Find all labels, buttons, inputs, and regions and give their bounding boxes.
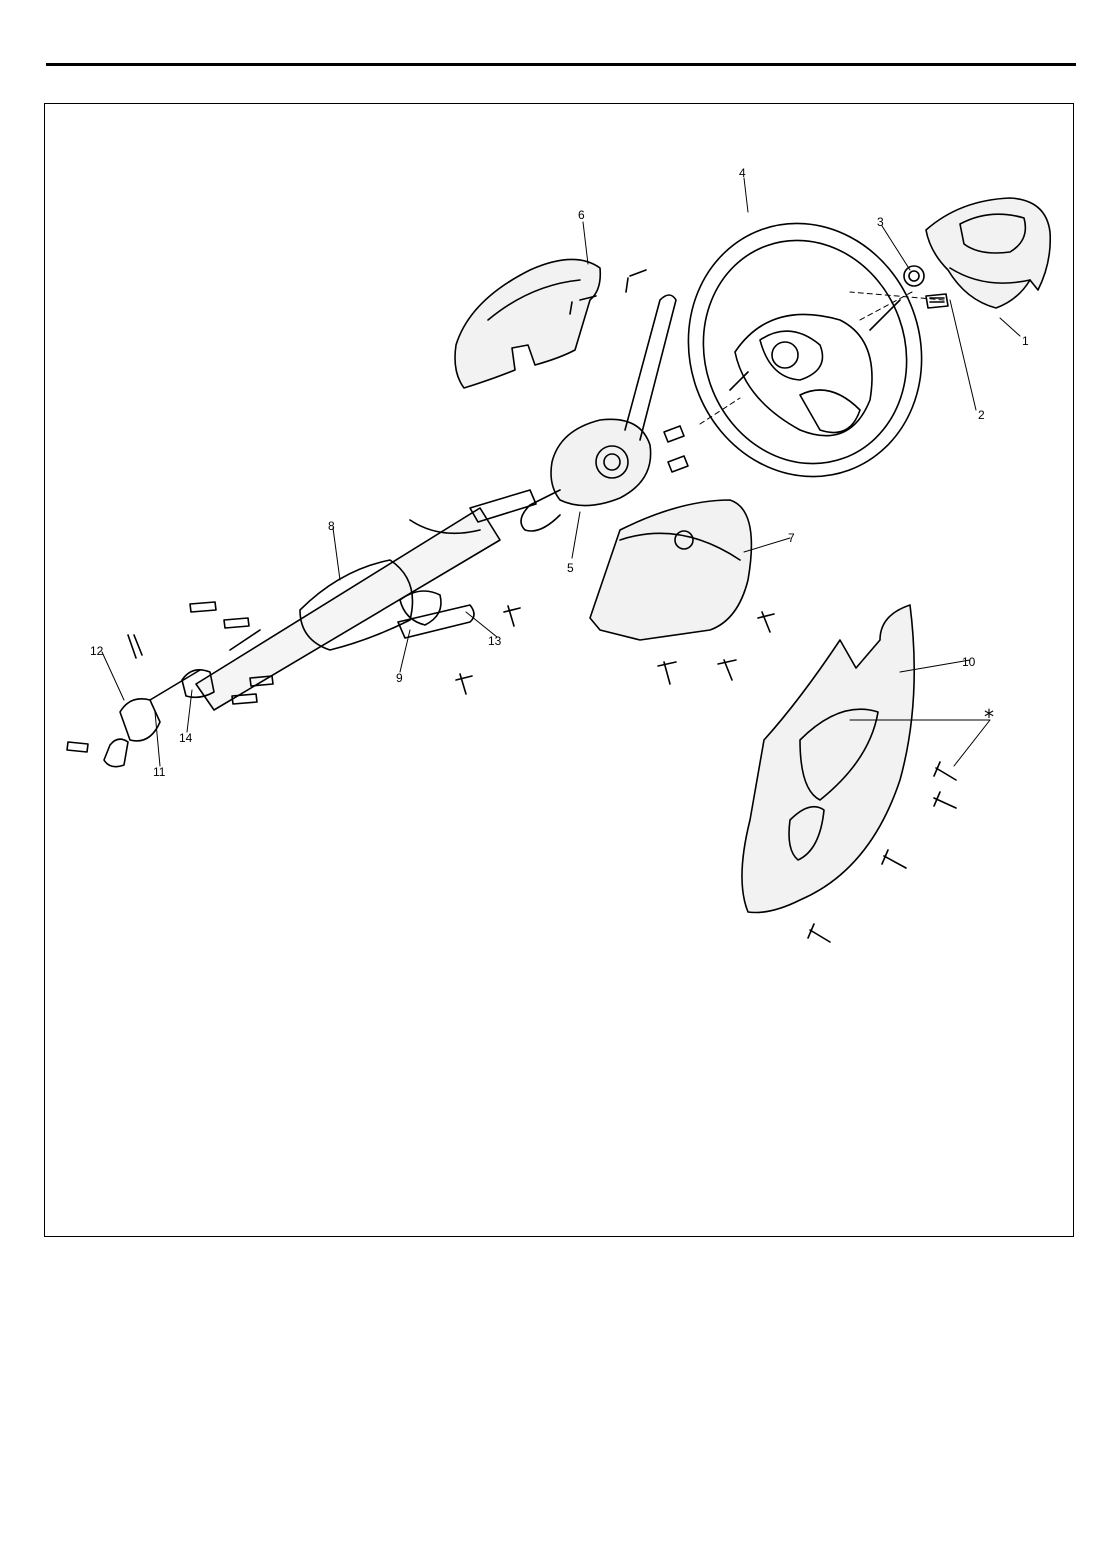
callout-3: 3 [877, 215, 884, 229]
steering-column [196, 490, 536, 710]
callout-13: 13 [488, 634, 502, 648]
lower-column-cover [590, 500, 751, 640]
callout-2: 2 [978, 408, 985, 422]
callout-star: * [984, 705, 994, 729]
callout-12: 12 [90, 644, 104, 658]
callout-8: 8 [328, 519, 335, 533]
callout-7: 7 [788, 531, 795, 545]
upper-column-cover [455, 259, 600, 388]
callout-11: 11 [153, 765, 166, 779]
knee-panel [742, 605, 914, 913]
callout-6: 6 [578, 208, 585, 222]
callout-14: 14 [179, 731, 193, 745]
steering-wheel [653, 190, 957, 509]
callout-10: 10 [962, 655, 976, 669]
callout-5: 5 [567, 561, 574, 575]
callout-4: 4 [739, 166, 746, 180]
callout-9: 9 [396, 671, 403, 685]
nut-part [904, 266, 924, 286]
bolt-2 [926, 294, 948, 308]
callout-1: 1 [1022, 334, 1029, 348]
horn-pad [926, 198, 1050, 308]
